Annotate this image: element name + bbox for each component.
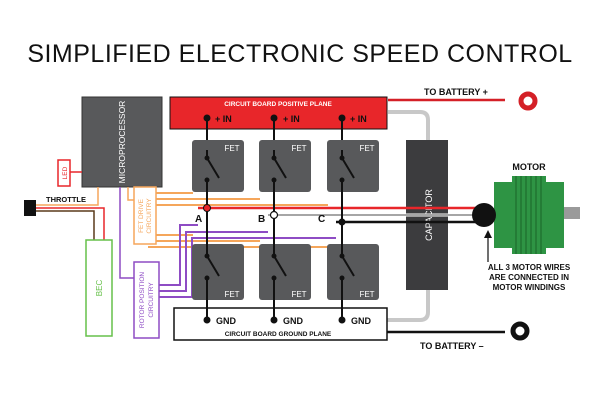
plus-in-label-1: + IN (215, 114, 232, 124)
bec (85, 239, 113, 337)
throttle-label: THROTTLE (46, 195, 86, 204)
gnd-label-1: GND (216, 316, 237, 326)
gnd-label-2: GND (283, 316, 304, 326)
motor-label: MOTOR (512, 162, 546, 172)
battery-positive-terminal (518, 91, 538, 111)
fet-low-c (327, 244, 379, 300)
fet-drive-label-2: CIRCUITRY (146, 198, 153, 234)
fet-low-b-label: FET (291, 290, 306, 299)
micro-links (119, 187, 134, 279)
gnd-label-3: GND (351, 316, 372, 326)
fet-low-a (192, 244, 244, 300)
fet-high-a (192, 140, 244, 192)
page-title: SIMPLIFIED ELECTRONIC SPEED CONTROL (27, 40, 573, 68)
node-b-dot (269, 210, 279, 220)
fet-low-b (259, 244, 311, 300)
plus-in-label-2: + IN (283, 114, 300, 124)
battery-negative-label: TO BATTERY – (420, 341, 484, 351)
capacitor-lead-bottom (387, 290, 430, 322)
node-c-dot (338, 218, 346, 226)
led (57, 159, 71, 187)
high-side-fets: FET FET FET (192, 140, 379, 192)
fet-high-c-label: FET (359, 144, 374, 153)
node-a-dot (203, 204, 211, 212)
motor-note-line-3: MOTOR WINDINGS (493, 283, 566, 292)
fet-high-c (327, 140, 379, 192)
node-a-label: A (195, 214, 202, 225)
low-side-fets: FET FET FET (192, 244, 379, 300)
fet-drive-box (133, 186, 157, 245)
fet-drive-label-1: FET DRIVE (138, 198, 145, 232)
fet-high-a-label: FET (224, 144, 239, 153)
motor-note-arrowhead (484, 230, 492, 238)
ground-plane (173, 307, 388, 341)
battery-negative-terminal (510, 321, 530, 341)
rotor-position-label-2: CIRCUITRY (148, 282, 155, 318)
node-c-label: C (318, 214, 325, 225)
fet-low-a-label: FET (224, 290, 239, 299)
ground-plane-label: CIRCUIT BOARD GROUND PLANE (225, 331, 332, 338)
fet-low-c-label: FET (359, 290, 374, 299)
node-b-label: B (258, 214, 265, 225)
fet-high-b (259, 140, 311, 192)
led-label: LED (62, 166, 69, 179)
throttle-wires (32, 187, 105, 240)
motor (472, 176, 580, 254)
rotor-position-label-1: ROTOR POSITION (139, 272, 146, 329)
microprocessor-label: MICROPROCESSOR (117, 101, 127, 184)
bec-label: BEC (95, 280, 104, 297)
plus-in-label-3: + IN (350, 114, 367, 124)
fet-high-b-label: FET (291, 144, 306, 153)
positive-plane-label: CIRCUIT BOARD POSITIVE PLANE (224, 101, 332, 108)
phase-nodes: A B C (195, 204, 346, 226)
motor-note-line-2: ARE CONNECTED IN (489, 273, 569, 282)
microprocessor (81, 96, 163, 188)
throttle-connector (24, 200, 36, 216)
battery-positive-label: TO BATTERY + (424, 87, 488, 97)
capacitor-lead-top (388, 110, 430, 140)
motor-note-line-1: ALL 3 MOTOR WIRES (488, 263, 571, 272)
rotor-position-box (133, 261, 160, 339)
